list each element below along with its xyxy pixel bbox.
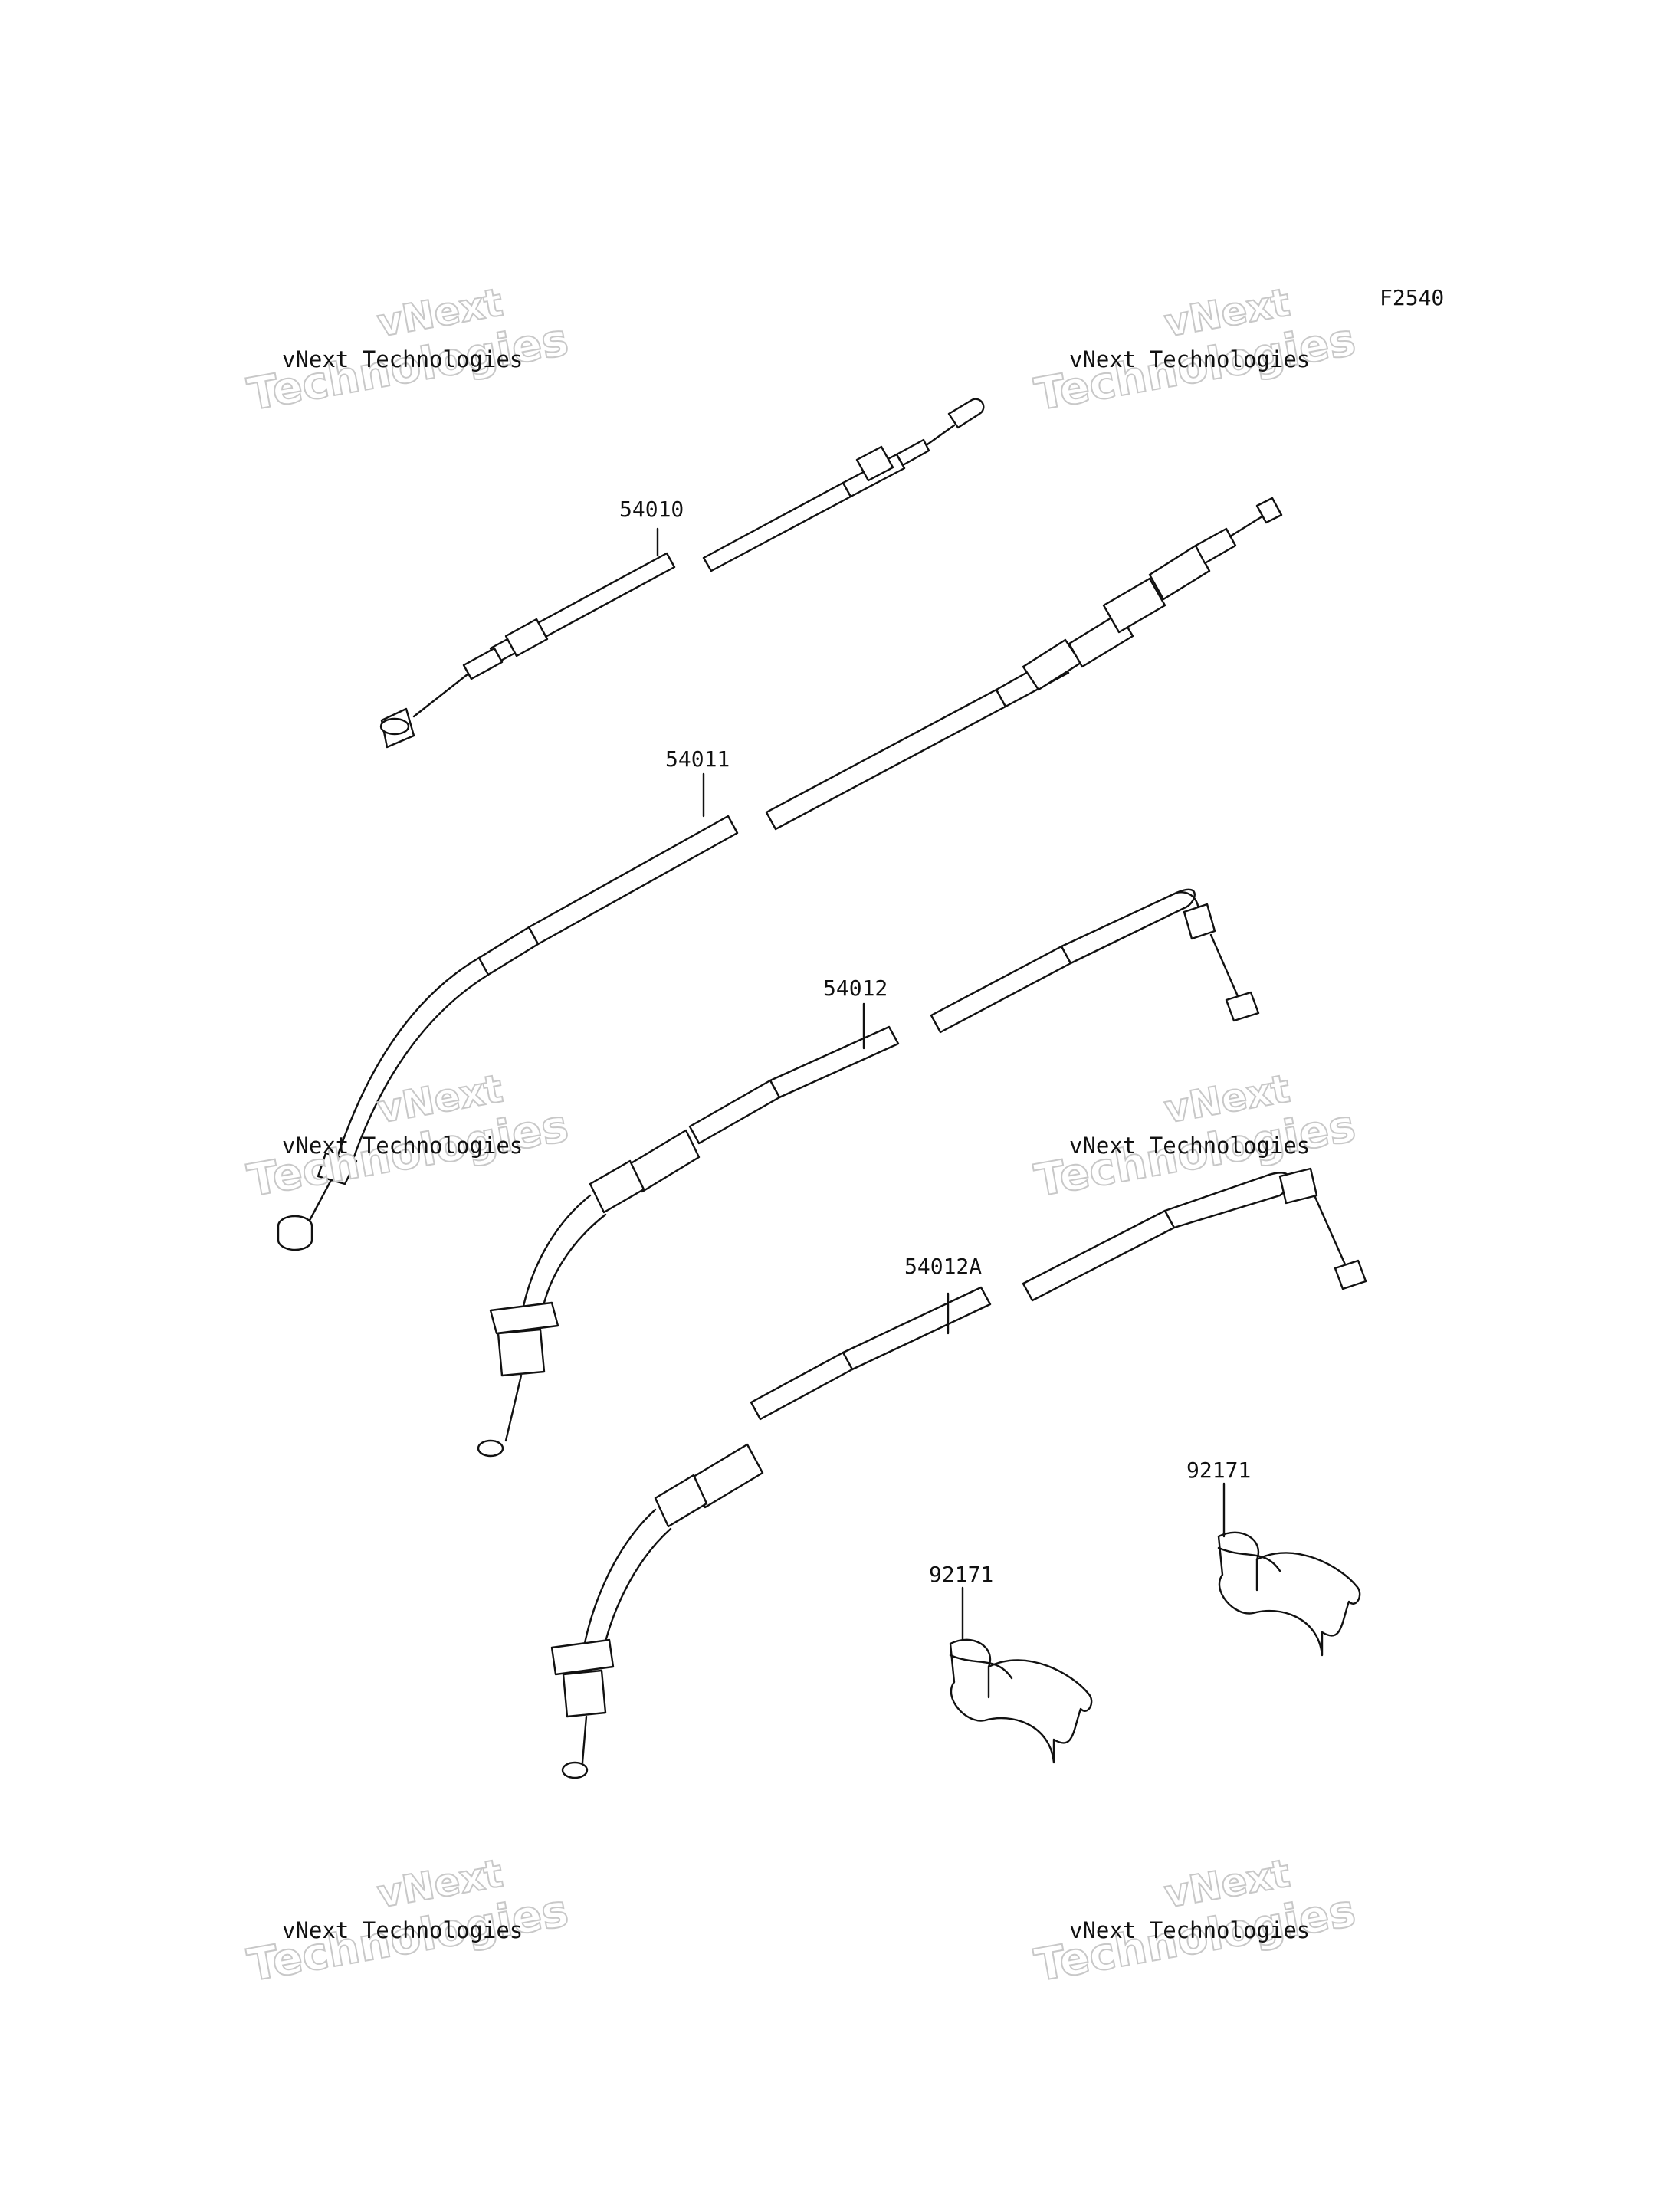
clamp-92171-left xyxy=(949,1638,1093,1764)
clamp-92171-right xyxy=(1217,1531,1361,1657)
part-label-54010: 54010 xyxy=(619,497,684,522)
cable-54010 xyxy=(379,398,985,749)
part-label-54012: 54012 xyxy=(823,976,888,1001)
part-label-54011: 54011 xyxy=(665,746,730,772)
part-label-54012A: 54012A xyxy=(904,1254,983,1279)
leader-lines xyxy=(656,527,1226,1641)
part-label-92171-right: 92171 xyxy=(1186,1458,1252,1483)
diagram-code: F2540 xyxy=(1380,285,1445,310)
cable-54012A xyxy=(550,1167,1367,1779)
cable-54012 xyxy=(477,888,1260,1458)
part-label-92171-left: 92171 xyxy=(929,1562,994,1587)
cable-54011 xyxy=(277,497,1283,1251)
